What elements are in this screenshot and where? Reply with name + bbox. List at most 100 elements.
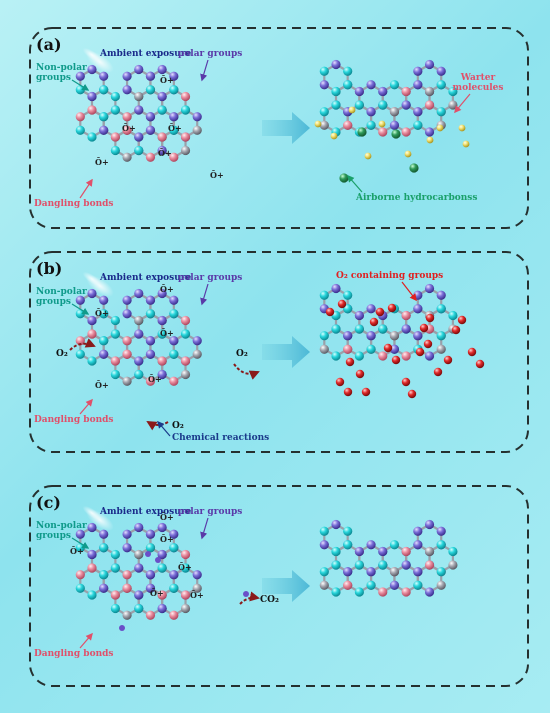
atom bbox=[413, 304, 423, 314]
atom bbox=[157, 315, 167, 326]
atom bbox=[436, 331, 446, 341]
atom bbox=[134, 315, 144, 326]
atom bbox=[192, 570, 202, 580]
atom bbox=[378, 100, 388, 110]
atom bbox=[87, 288, 97, 299]
atom bbox=[145, 543, 156, 553]
atom bbox=[355, 369, 365, 379]
non-polar-label-line2: groups bbox=[36, 531, 71, 541]
atom bbox=[451, 325, 461, 335]
atom bbox=[169, 543, 179, 553]
radical-label: Ō+ bbox=[122, 123, 136, 133]
atom bbox=[331, 324, 341, 334]
atom bbox=[424, 127, 435, 137]
atom bbox=[448, 86, 458, 97]
radical-label: Ō+ bbox=[160, 75, 174, 85]
atom bbox=[348, 106, 356, 114]
atom bbox=[354, 560, 364, 570]
atom bbox=[99, 349, 109, 359]
atom bbox=[319, 290, 329, 300]
atom bbox=[409, 163, 419, 173]
radical-label: Ō+ bbox=[190, 590, 204, 600]
atom bbox=[145, 349, 156, 359]
atom bbox=[192, 336, 202, 346]
atom bbox=[424, 100, 435, 110]
atom bbox=[387, 303, 397, 313]
atom bbox=[378, 351, 388, 361]
atom bbox=[458, 124, 466, 132]
atom bbox=[122, 125, 132, 135]
atom bbox=[110, 91, 120, 102]
atom bbox=[157, 64, 167, 75]
atom bbox=[319, 80, 329, 90]
dangling-bonds-label: Dangling bonds bbox=[34, 649, 113, 659]
atom bbox=[99, 529, 109, 539]
atom bbox=[87, 315, 97, 326]
atom bbox=[157, 288, 167, 299]
radical-label: Ō+ bbox=[95, 157, 109, 167]
atom bbox=[343, 387, 353, 397]
atom bbox=[436, 526, 446, 536]
released-molecule bbox=[243, 591, 249, 597]
right-molecule bbox=[314, 59, 470, 183]
atom bbox=[401, 560, 411, 570]
non-polar-label-line2: groups bbox=[36, 73, 71, 83]
atom bbox=[180, 356, 191, 366]
atom bbox=[343, 344, 353, 354]
atom bbox=[354, 351, 364, 361]
atom bbox=[145, 376, 156, 386]
atom bbox=[134, 91, 144, 102]
atom bbox=[75, 125, 85, 135]
atom bbox=[314, 120, 322, 128]
o2-reaction-arrow bbox=[69, 338, 96, 351]
radical-label: Ō+ bbox=[95, 380, 109, 390]
right-molecule bbox=[319, 519, 458, 597]
atom bbox=[425, 313, 435, 323]
atom bbox=[433, 367, 443, 377]
radical-label: Ō+ bbox=[150, 588, 164, 598]
atom bbox=[157, 603, 167, 614]
atom bbox=[413, 540, 423, 550]
atom bbox=[343, 120, 353, 130]
atom bbox=[169, 529, 179, 539]
atom bbox=[366, 120, 376, 130]
atom bbox=[110, 549, 120, 560]
atom bbox=[157, 91, 167, 102]
atom bbox=[134, 132, 144, 142]
atom bbox=[99, 71, 109, 81]
atom bbox=[378, 127, 388, 137]
atom bbox=[389, 567, 400, 577]
atom bbox=[110, 132, 120, 142]
atom bbox=[169, 152, 179, 162]
atom bbox=[413, 120, 423, 130]
airborne-label: Airborne hydrocarbonss bbox=[355, 193, 477, 203]
atom bbox=[413, 80, 423, 90]
panel-3-letter: (c) bbox=[36, 493, 61, 512]
atom bbox=[145, 125, 156, 135]
atom bbox=[415, 347, 425, 357]
atom bbox=[343, 567, 353, 577]
atom bbox=[169, 85, 179, 95]
atom bbox=[75, 295, 85, 305]
atom bbox=[448, 100, 458, 110]
atom bbox=[407, 389, 417, 399]
atom bbox=[87, 522, 97, 533]
atom bbox=[87, 329, 97, 339]
atom bbox=[169, 309, 179, 319]
atom bbox=[426, 136, 434, 144]
atom bbox=[378, 324, 388, 334]
atom bbox=[169, 376, 179, 386]
atom bbox=[134, 590, 144, 600]
radical-label: Ō+ bbox=[70, 546, 84, 556]
atom bbox=[343, 540, 353, 550]
left-molecule bbox=[75, 522, 202, 620]
radical-label: Ō+ bbox=[148, 374, 162, 384]
atom bbox=[378, 120, 386, 128]
radical-label: Ō+ bbox=[210, 170, 224, 180]
atom bbox=[345, 357, 355, 367]
transition-arrow bbox=[262, 570, 310, 602]
atom bbox=[122, 543, 132, 553]
ambient-exposure-label: Ambient exposure bbox=[99, 273, 192, 283]
atom bbox=[331, 546, 341, 557]
atom bbox=[443, 355, 453, 365]
